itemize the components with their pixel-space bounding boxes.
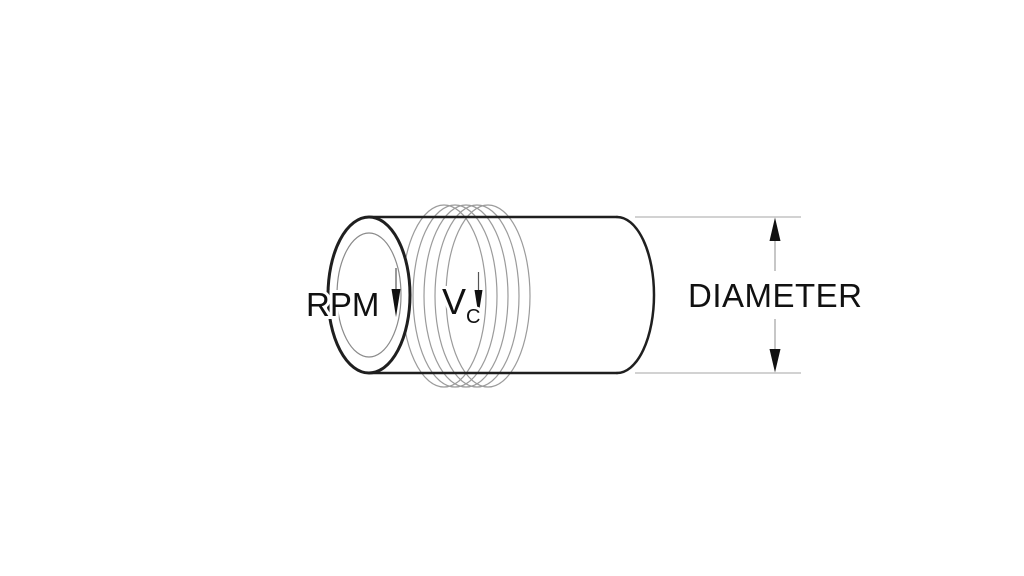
vc-label: V (442, 281, 466, 322)
cylinder-face-inner-ring (336, 232, 402, 358)
rpm-label: RPM (306, 286, 379, 323)
cylinder-face (326, 215, 412, 375)
dimension-down-arrow-icon (769, 349, 781, 373)
vc-down-arrow-icon (474, 290, 483, 315)
helix-ring-icon (423, 204, 509, 388)
vc-subscript-label: C (466, 306, 480, 328)
vc-direction-arrow (474, 272, 483, 315)
helix-rings (401, 204, 531, 388)
cylinder-right-cap (615, 215, 656, 375)
diameter-dimension (635, 216, 801, 374)
rpm-rotation-arrow (391, 268, 401, 317)
helix-ring-icon (445, 204, 531, 388)
dimension-up-arrow-icon (769, 217, 781, 241)
rpm-down-arrow-icon (391, 289, 401, 317)
diameter-label: DIAMETER (688, 277, 863, 314)
helix-ring-icon (434, 204, 520, 388)
helix-ring-icon (412, 204, 498, 388)
cylinder-body (326, 215, 656, 375)
